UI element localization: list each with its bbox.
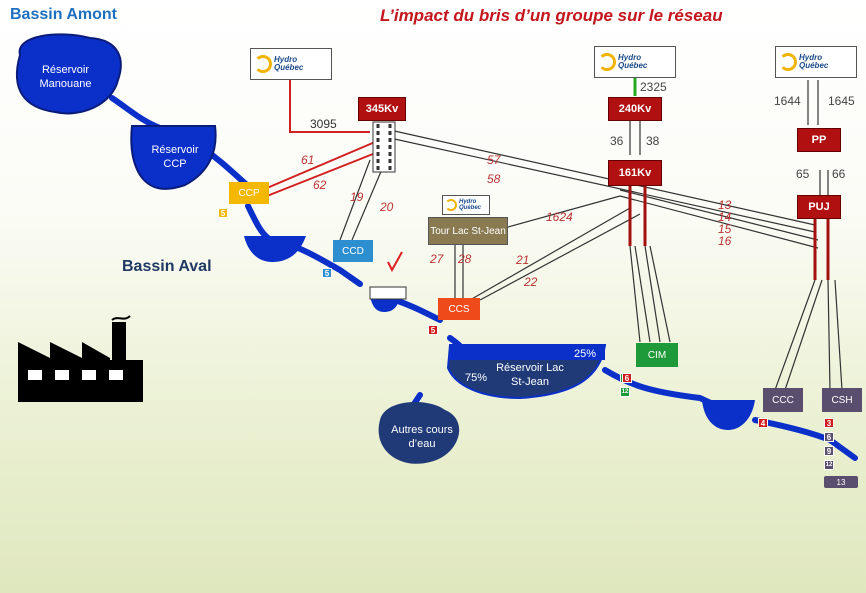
plant-csh[interactable]: CSH xyxy=(822,388,862,412)
substation-240kv[interactable]: 240Kv xyxy=(608,97,662,121)
line-57: 57 xyxy=(487,153,501,167)
substation-345kv[interactable]: 345Kv xyxy=(358,97,406,121)
lake-small-3 xyxy=(702,400,755,430)
hq-q-icon xyxy=(445,199,457,211)
label-autres-cours: Autres cours d’eau xyxy=(391,424,453,450)
line-66: 66 xyxy=(832,167,846,181)
label-reservoir-manouane: Réservoir Manouane xyxy=(39,64,92,90)
lake-small-1 xyxy=(244,236,306,262)
unit-ccp-5[interactable]: 5 xyxy=(218,208,228,218)
lake-ccp xyxy=(130,125,217,190)
hq-line1: Hydro xyxy=(618,53,642,62)
line-1624: 1624 xyxy=(546,210,573,224)
hq-line1: Hydro xyxy=(274,55,298,64)
unit-csh-6[interactable]: 6 xyxy=(824,432,834,442)
line-3095: 3095 xyxy=(310,117,337,131)
factory-icon xyxy=(18,315,143,402)
unit-csh-13[interactable]: 13 xyxy=(824,476,858,488)
unit-ccc-4[interactable]: 4 xyxy=(758,418,768,428)
line-36: 36 xyxy=(610,134,624,148)
unit-csh-9[interactable]: 9 xyxy=(824,446,834,456)
unit-csh-12[interactable]: 12 xyxy=(824,460,834,470)
lake-small-2 xyxy=(370,296,400,312)
line-38: 38 xyxy=(646,134,660,148)
plant-ccs[interactable]: CCS xyxy=(438,298,480,320)
line-2325: 2325 xyxy=(640,80,667,94)
unit-cim-12[interactable]: 12 xyxy=(620,387,630,397)
line-61: 61 xyxy=(301,153,315,167)
hq-line2: Québec xyxy=(274,63,304,72)
breaker-345 xyxy=(372,121,396,173)
line-21: 21 xyxy=(516,253,530,267)
substation-pp[interactable]: PP xyxy=(797,128,841,152)
page-title: L’impact du bris d’un groupe sur le rése… xyxy=(380,6,723,25)
line-13: 13 xyxy=(718,198,732,212)
substation-puj[interactable]: PUJ xyxy=(797,195,841,219)
hq-q-icon xyxy=(254,55,272,73)
unit-ccs-5[interactable]: 5 xyxy=(428,325,438,335)
lake-manouane xyxy=(15,33,122,115)
bus-bars xyxy=(628,185,830,280)
lsj-pct-right: 25% xyxy=(574,348,597,360)
transmission-lines xyxy=(339,80,843,391)
breakdown-mark xyxy=(387,251,403,273)
plant-ccd[interactable]: CCD xyxy=(333,240,373,262)
lake-autres xyxy=(378,401,460,464)
line-19: 19 xyxy=(350,190,364,204)
broken-unit-box xyxy=(369,286,407,300)
line-20: 20 xyxy=(380,200,394,214)
plant-ccp[interactable]: CCP xyxy=(229,182,269,204)
hq-line1: Hydro xyxy=(459,199,477,205)
tour-lac-st-jean[interactable]: Tour Lac St-Jean xyxy=(428,217,508,245)
line-15: 15 xyxy=(718,222,732,236)
hq-q-icon xyxy=(598,53,616,71)
label-reservoir-ccp: Réservoir CCP xyxy=(151,144,199,170)
line-65: 65 xyxy=(796,167,810,181)
line-14: 14 xyxy=(718,210,732,224)
lsj-pct-left: 75% xyxy=(465,372,488,384)
label-reservoir-lsj: Réservoir Lac St-Jean xyxy=(496,362,564,388)
line-58: 58 xyxy=(487,172,501,186)
hq-line2: Québec xyxy=(799,61,829,70)
line-345-red xyxy=(266,80,379,197)
plant-cim[interactable]: CIM xyxy=(636,343,678,367)
unit-cim-6[interactable]: 6 xyxy=(622,373,632,383)
line-16: 16 xyxy=(718,234,732,248)
hq-q-icon xyxy=(779,53,797,71)
hq-line2: Québec xyxy=(459,205,482,211)
substation-161kv[interactable]: 161Kv xyxy=(608,160,662,186)
line-22: 22 xyxy=(524,275,538,289)
plant-ccc[interactable]: CCC xyxy=(763,388,803,412)
line-1645: 1645 xyxy=(828,94,855,108)
line-1644: 1644 xyxy=(774,94,801,108)
line-28: 28 xyxy=(458,252,472,266)
unit-csh-3[interactable]: 3 xyxy=(824,418,834,428)
title-bassin-amont: Bassin Amont xyxy=(10,6,117,23)
line-27: 27 xyxy=(430,252,444,266)
line-62: 62 xyxy=(313,178,327,192)
hq-line2: Québec xyxy=(618,61,648,70)
hq-line1: Hydro xyxy=(799,53,823,62)
unit-ccd-5[interactable]: 5 xyxy=(322,268,332,278)
label-bassin-aval: Bassin Aval xyxy=(122,258,212,275)
